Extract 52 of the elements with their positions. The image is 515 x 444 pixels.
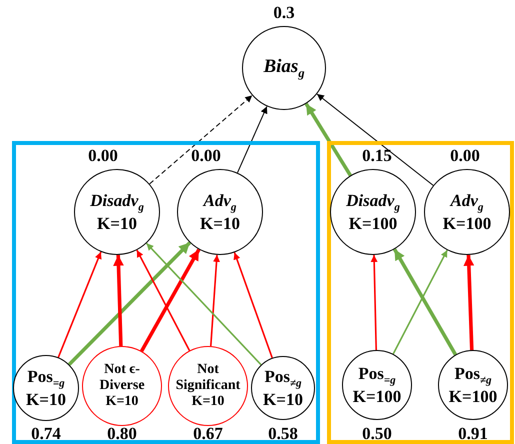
value-label: 0.50 [361,425,393,443]
node-label: K=10 [192,394,224,410]
arrow [136,250,190,351]
node-label: Disadv$_{g}$ [90,190,144,214]
value-label: 0.00 [190,147,222,165]
value-label: 0.00 [449,147,481,165]
node-label: K=100 [348,214,398,234]
arrow [210,254,220,346]
group-frame [12,141,320,444]
arrow [370,254,378,350]
value-label: 0.58 [267,425,299,443]
node-label: K=100 [442,214,492,234]
arrow [146,242,262,366]
arrow [237,106,268,174]
value-label: 0.74 [30,425,62,443]
arrow [304,102,352,176]
node-label: K=10 [106,394,138,410]
node-label: K=100 [448,386,498,406]
arrow [463,254,474,350]
node-label: K=10 [26,390,66,410]
node-label: Disadv$_{g}$ [346,190,400,214]
arrow [149,94,253,184]
node-label: Pos$_{≠g}$ [454,364,492,387]
group-frame [327,141,514,444]
node-label: Not ϵ-Diverse [98,362,146,394]
node-label: K=10 [263,390,303,410]
node-label: Pos$_{≠g}$ [264,366,302,390]
node-label: K=100 [352,386,402,406]
node-label: Bias$_{g}$ [263,56,305,80]
value-label: 0.80 [106,425,138,443]
node-label: Adv$_{g}$ [204,190,236,214]
arrow [392,248,458,356]
arrow [316,94,434,186]
arrow [140,248,200,352]
arrow [234,252,273,358]
node-label: K=10 [97,214,137,234]
node-label: Not Significant [175,362,241,394]
node-label: Pos$_{=g}$ [358,364,396,387]
arrow [68,241,192,366]
value-label: 0.91 [457,425,489,443]
node-label: Pos$_{=g}$ [27,366,65,390]
node-circle [251,356,315,420]
value-label: 0.67 [192,425,224,443]
node-label: Adv$_{g}$ [450,190,484,214]
arrow [58,252,102,358]
node-circle [13,355,79,421]
arrow [392,250,448,354]
arrow [113,254,124,346]
node-label: K=10 [200,214,240,234]
value-label: 0.3 [272,4,296,22]
value-label: 0.15 [361,147,393,165]
value-label: 0.00 [87,147,119,165]
